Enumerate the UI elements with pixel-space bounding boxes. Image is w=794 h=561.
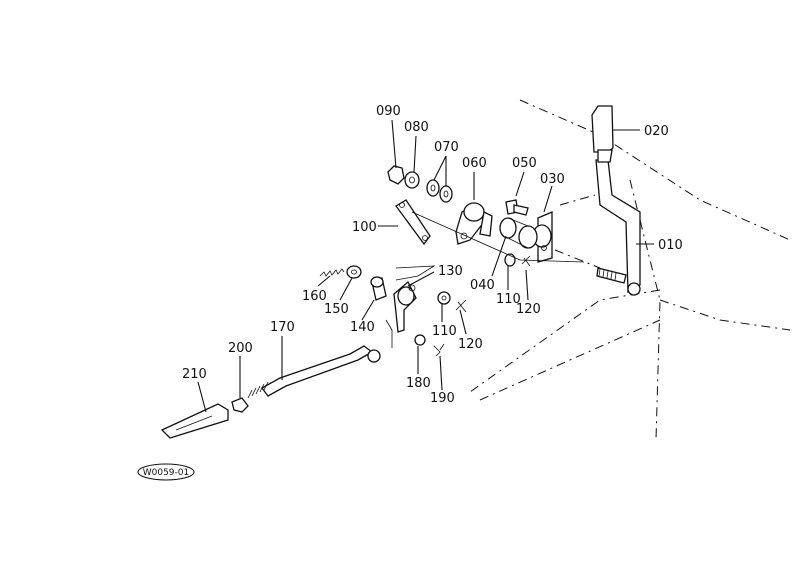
- pin-190: [433, 343, 445, 357]
- label-120-lower: 120: [458, 337, 483, 352]
- lever-060: [455, 202, 493, 245]
- label-070: 070: [434, 140, 459, 155]
- assembly-axis: [395, 211, 601, 281]
- label-060: 060: [462, 156, 487, 171]
- label-080: 080: [404, 120, 429, 135]
- rod-170: [247, 345, 381, 399]
- pin-120-lower: [455, 299, 467, 313]
- bracket-030: [532, 211, 553, 263]
- label-040: 040: [470, 278, 495, 293]
- bushing-040: [499, 217, 538, 249]
- washer-150: [346, 265, 362, 279]
- washer-180: [414, 334, 426, 346]
- washer-110-lower: [437, 291, 451, 305]
- label-100: 100: [352, 220, 377, 235]
- label-030: 030: [540, 172, 565, 187]
- spring-160: [319, 268, 345, 277]
- bolt-050: [505, 199, 529, 216]
- label-180: 180: [406, 376, 431, 391]
- washer-080: [404, 171, 420, 189]
- leader-lines: [197, 119, 654, 413]
- pedal-pad-020: [591, 105, 614, 163]
- diagram-code-stamp: W0059-01: [137, 463, 195, 481]
- part-labels: 090 080 070 060 050 030 020 010 100 040 …: [182, 104, 683, 406]
- label-160: 160: [302, 289, 327, 304]
- label-120-upper: 120: [516, 302, 541, 317]
- diagram-code: W0059-01: [143, 468, 190, 478]
- collar-140: [370, 276, 387, 301]
- link-100: [395, 199, 431, 246]
- pin-120-upper: [521, 255, 531, 267]
- label-150: 150: [324, 302, 349, 317]
- label-110-upper: 110: [496, 292, 521, 307]
- clevis-210: [160, 403, 229, 439]
- label-170: 170: [270, 320, 295, 335]
- label-210: 210: [182, 367, 207, 382]
- arm-130: [385, 280, 417, 348]
- label-130: 130: [438, 264, 463, 279]
- label-190: 190: [430, 391, 455, 406]
- label-140: 140: [350, 320, 375, 335]
- label-050: 050: [512, 156, 537, 171]
- washers-070: [426, 179, 453, 203]
- label-200: 200: [228, 341, 253, 356]
- nut-200: [231, 397, 249, 413]
- label-110-lower: 110: [432, 324, 457, 339]
- frame-outline: [469, 99, 791, 441]
- label-090: 090: [376, 104, 401, 119]
- nut-090: [387, 165, 405, 185]
- label-020: 020: [644, 124, 669, 139]
- label-010: 010: [658, 238, 683, 253]
- pedal-arm-010: [595, 159, 641, 296]
